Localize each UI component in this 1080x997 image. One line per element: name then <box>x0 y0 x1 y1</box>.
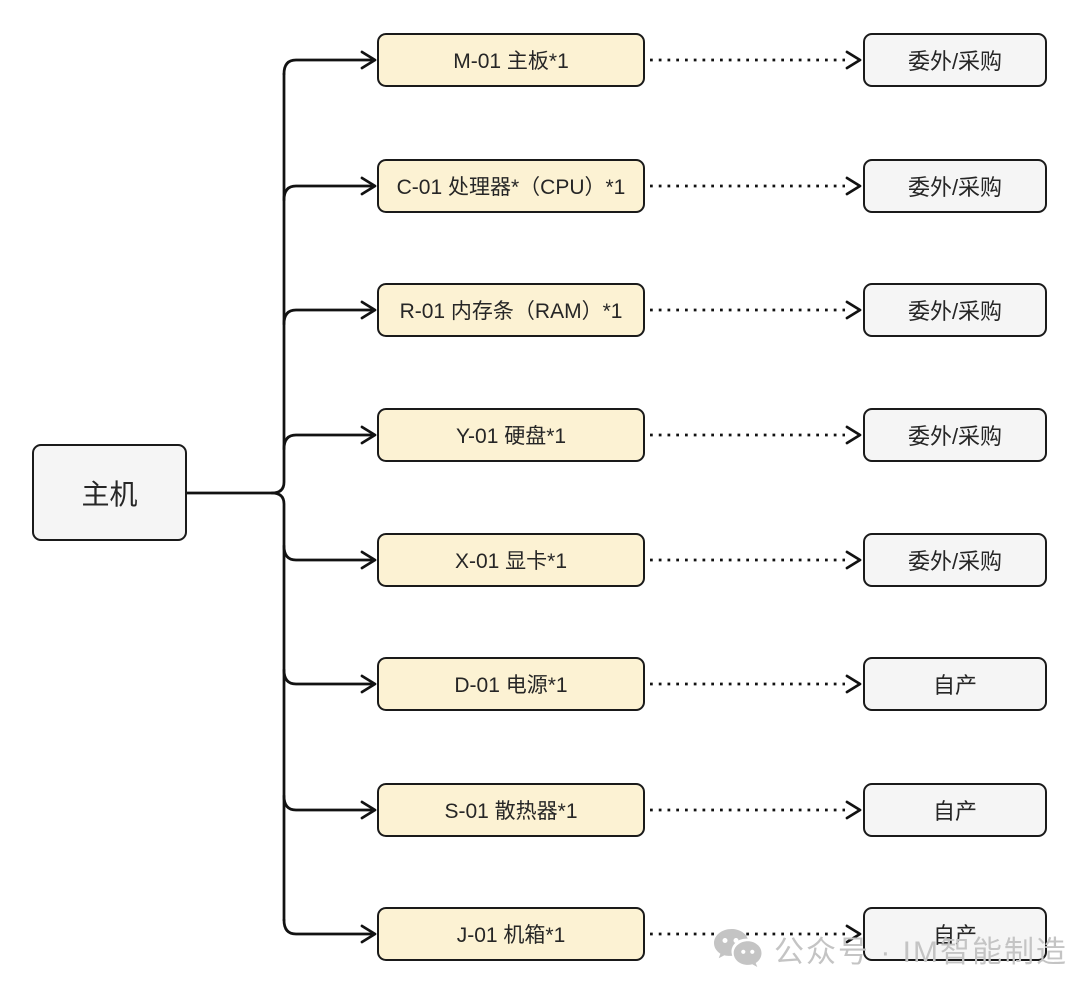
source-node: 委外/采购 <box>863 533 1047 587</box>
component-node: J-01 机箱*1 <box>377 907 645 961</box>
source-node: 自产 <box>863 783 1047 837</box>
source-node: 委外/采购 <box>863 283 1047 337</box>
source-node: 委外/采购 <box>863 408 1047 462</box>
component-node: Y-01 硬盘*1 <box>377 408 645 462</box>
source-node: 自产 <box>863 657 1047 711</box>
component-node: X-01 显卡*1 <box>377 533 645 587</box>
source-node: 委外/采购 <box>863 159 1047 213</box>
source-node: 自产 <box>863 907 1047 961</box>
component-node: R-01 内存条（RAM）*1 <box>377 283 645 337</box>
root-node-host: 主机 <box>32 444 187 541</box>
component-node: D-01 电源*1 <box>377 657 645 711</box>
source-node: 委外/采购 <box>863 33 1047 87</box>
component-node: C-01 处理器*（CPU）*1 <box>377 159 645 213</box>
component-node: S-01 散热器*1 <box>377 783 645 837</box>
component-node: M-01 主板*1 <box>377 33 645 87</box>
